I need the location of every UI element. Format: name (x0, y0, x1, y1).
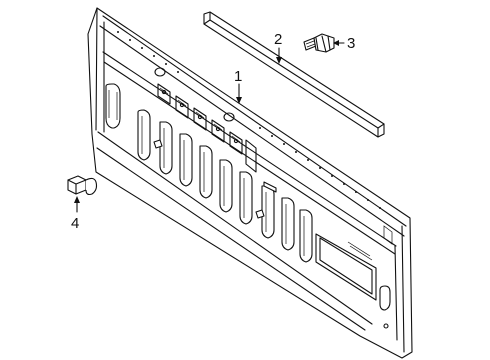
back-panel (87, 7, 413, 359)
callout-4: 4 (71, 215, 79, 232)
center-brackets (157, 83, 257, 173)
long-bar (203, 11, 385, 138)
callout-2: 2 (274, 31, 282, 48)
callout-3: 3 (347, 35, 355, 52)
bolt (303, 33, 335, 53)
panel-clips (153, 139, 277, 219)
callout-1: 1 (234, 68, 242, 85)
leader-lines (74, 40, 345, 213)
clip-nut (67, 175, 98, 196)
flange-holes (117, 31, 381, 209)
